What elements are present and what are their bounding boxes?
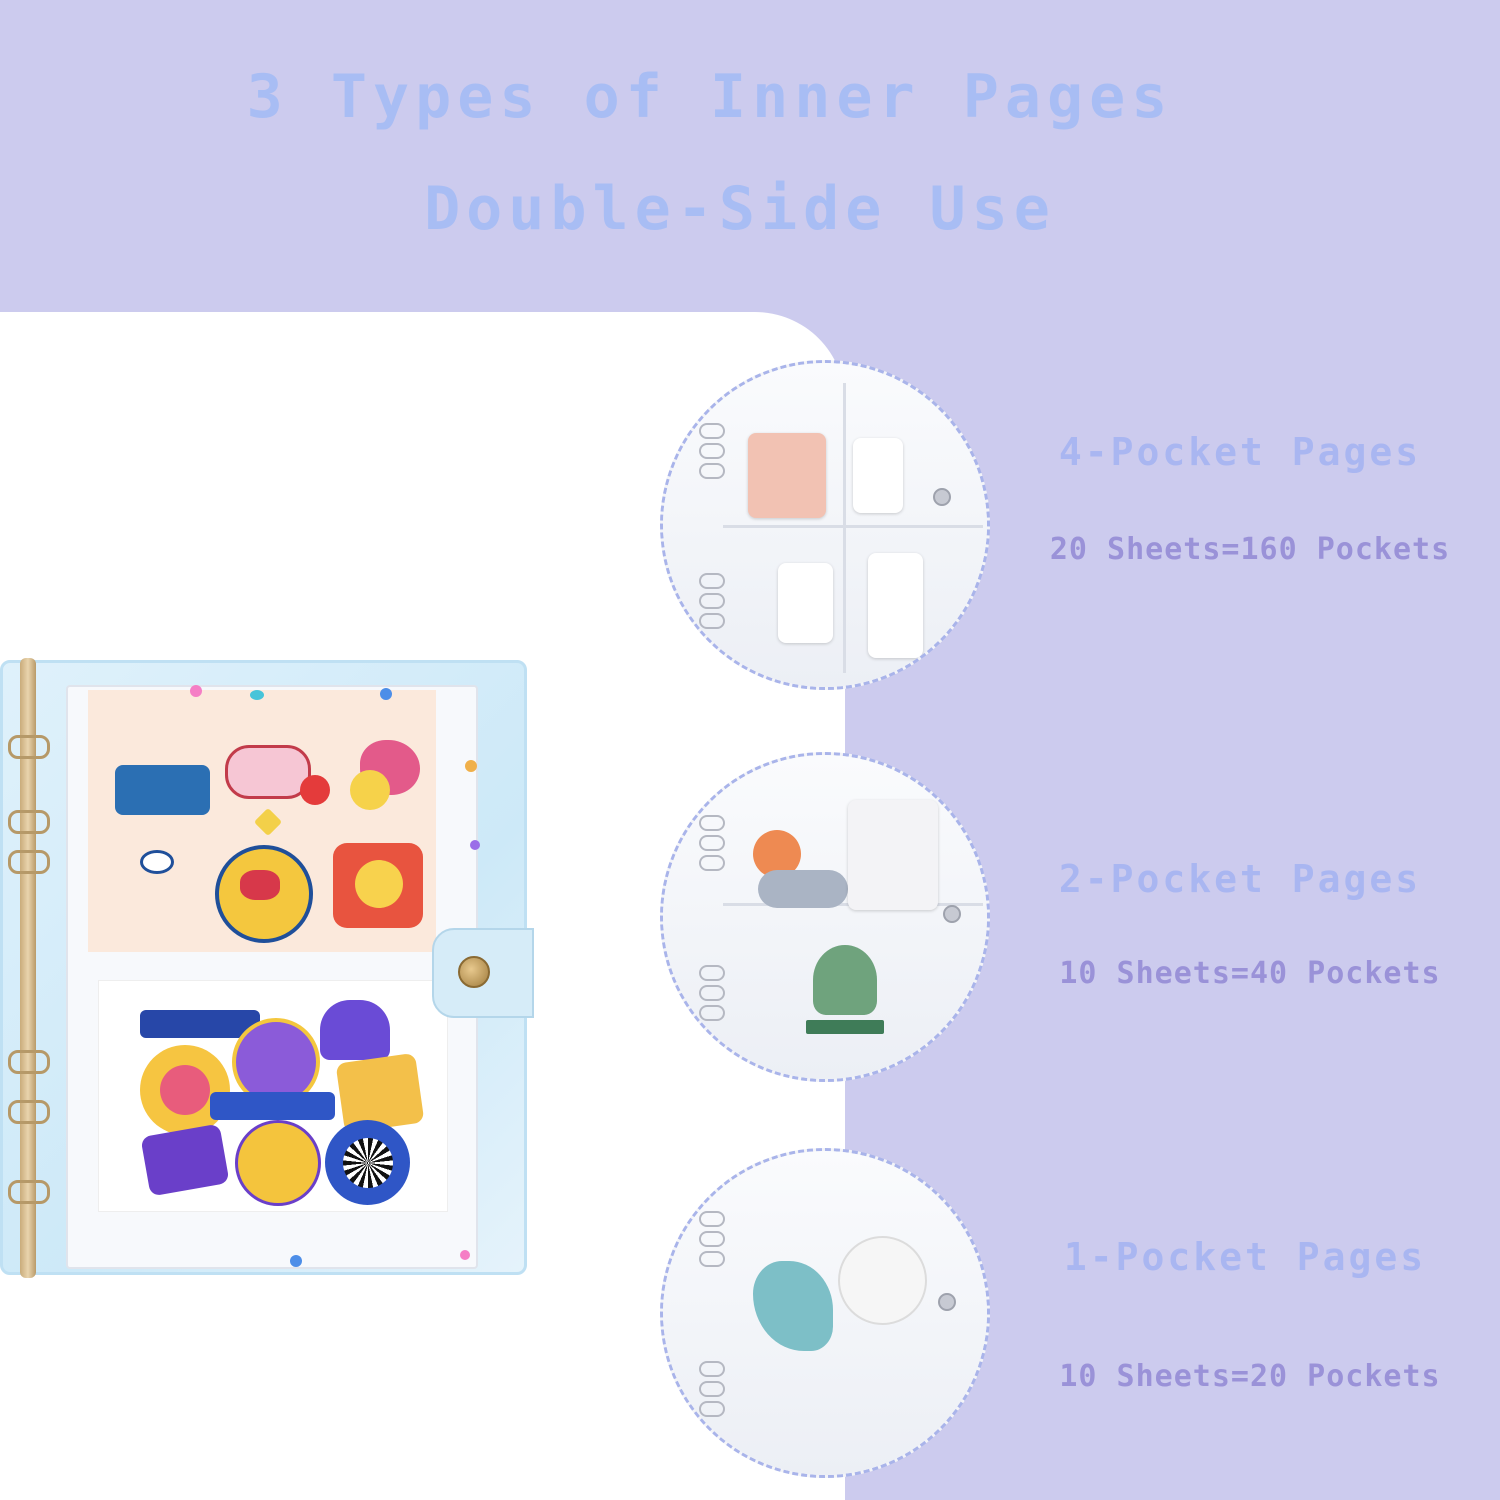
eye-icon: [140, 850, 174, 874]
two-pocket-preview: [660, 752, 990, 1082]
sticker-icon: [210, 1092, 335, 1120]
mouth-icon: [240, 870, 280, 900]
glitter: [460, 1250, 470, 1260]
glitter: [465, 760, 477, 772]
heading-line-2: Double-Side Use: [424, 174, 1056, 244]
binder-ring: [8, 1100, 50, 1124]
sticker-icon: [160, 1065, 210, 1115]
binder-ring: [8, 1180, 50, 1204]
badge-icon: [838, 1236, 927, 1325]
four-pocket-title: 4-Pocket Pages: [1058, 430, 1422, 474]
heading-line-1: 3 Types of Inner Pages: [246, 62, 1174, 132]
sunburst-icon: [343, 1138, 393, 1188]
binder-ring: [8, 850, 50, 874]
glitter: [190, 685, 202, 697]
sticker-icon: [225, 745, 311, 799]
four-pocket-preview: [660, 360, 990, 690]
banner-icon: [806, 1020, 884, 1034]
one-pocket-preview: [660, 1148, 990, 1478]
glitter: [290, 1255, 302, 1267]
sticker-icon: [235, 1120, 321, 1206]
snap-button-icon: [458, 956, 490, 988]
sticker-icon: [320, 1000, 390, 1060]
two-pocket-detail: 10 Sheets=40 Pockets: [1059, 956, 1441, 991]
glitter: [250, 690, 264, 700]
cloud-icon: [758, 870, 848, 908]
sticker-icon: [140, 1010, 260, 1038]
glitter: [380, 688, 392, 700]
one-pocket-title: 1-Pocket Pages: [1063, 1235, 1427, 1279]
smiley-icon: [350, 770, 390, 810]
binder-ring: [8, 810, 50, 834]
glitter: [470, 840, 480, 850]
brain-icon: [813, 945, 877, 1015]
one-pocket-detail: 10 Sheets=20 Pockets: [1059, 1359, 1441, 1394]
binder-ring: [8, 1050, 50, 1074]
binder-ring: [8, 735, 50, 759]
cherry-icon: [300, 775, 330, 805]
four-pocket-detail: 20 Sheets=160 Pockets: [1049, 532, 1451, 567]
smiley-icon: [355, 860, 403, 908]
sticker-icon: [115, 765, 210, 815]
two-pocket-title: 2-Pocket Pages: [1058, 857, 1422, 901]
closure-tab: [432, 928, 534, 1018]
